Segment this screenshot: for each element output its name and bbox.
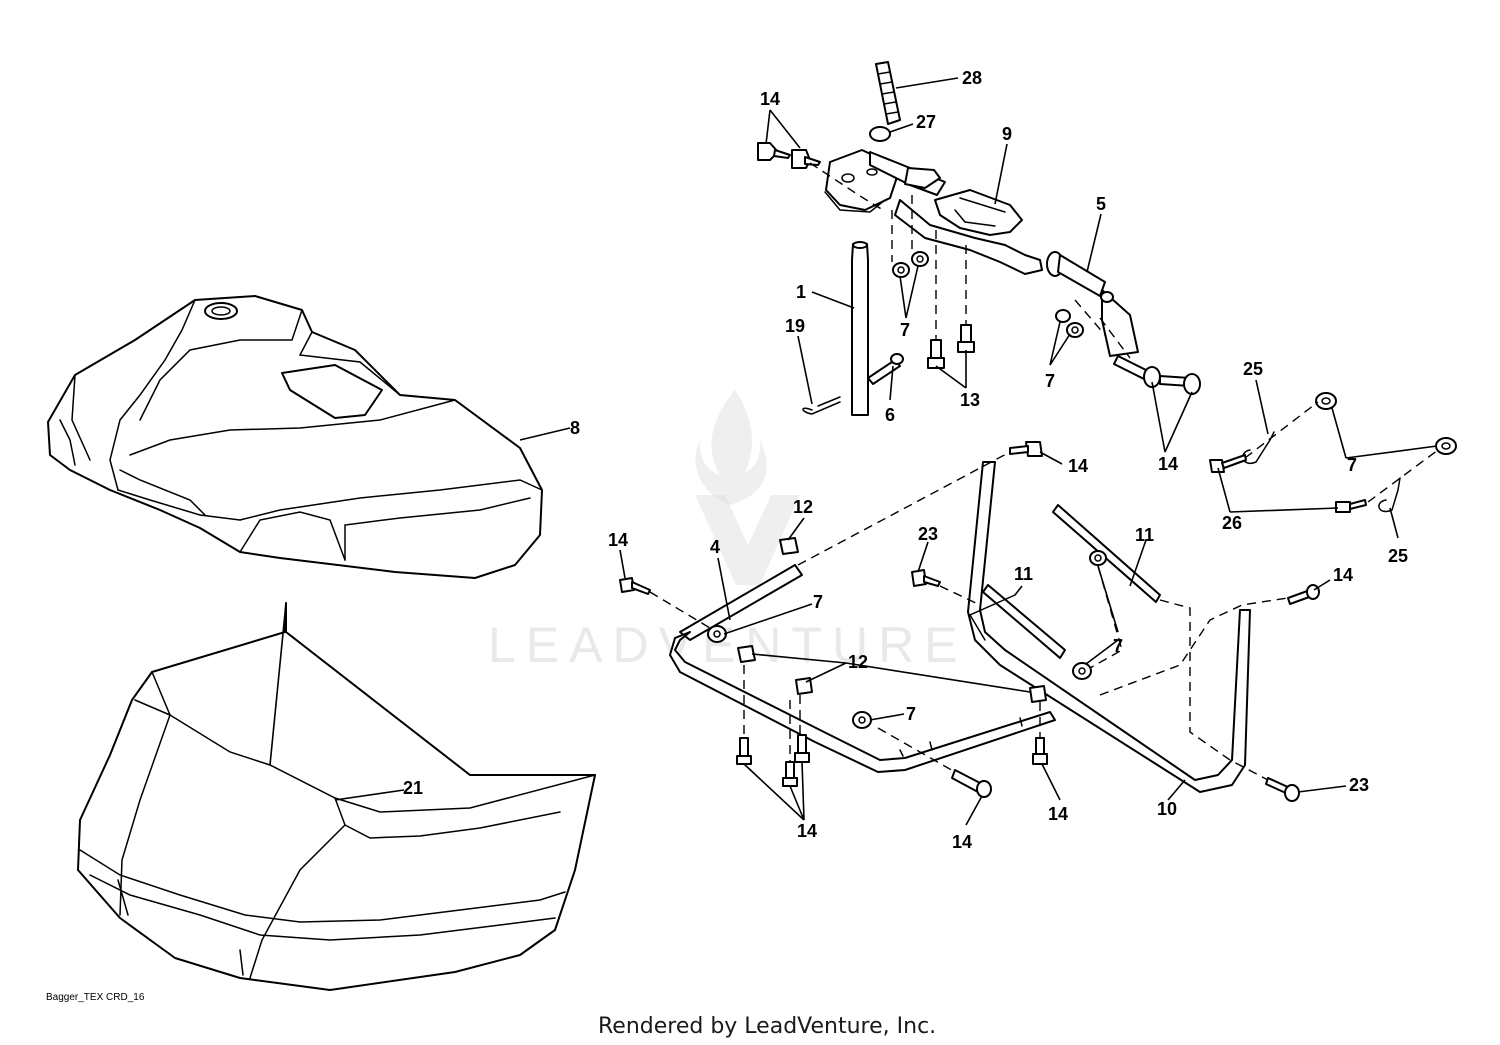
part-19-clip: [802, 396, 841, 415]
callout-23: 23: [918, 524, 938, 544]
callout-14: 14: [1158, 454, 1178, 474]
callout-14: 14: [1048, 804, 1068, 824]
callout-14: 14: [952, 832, 972, 852]
callout-14: 14: [608, 530, 628, 550]
part-1-tube: [851, 243, 869, 416]
part-27-washer: [869, 126, 891, 142]
callout-9: 9: [1002, 124, 1012, 144]
callout-28: 28: [962, 68, 982, 88]
part-7-nuts-top: [892, 251, 1084, 338]
callout-11: 11: [1135, 525, 1154, 545]
callout-25: 25: [1388, 546, 1408, 566]
part-26-bolts: [1209, 454, 1367, 513]
callout-19: 19: [785, 316, 805, 336]
part-13-bolts: [927, 324, 975, 369]
callout-5: 5: [1096, 194, 1106, 214]
part-11-strut-b: [1052, 504, 1161, 603]
callout-14: 14: [797, 821, 817, 841]
callout-14: 14: [1068, 456, 1088, 476]
callout-12: 12: [793, 497, 813, 517]
callout-4: 4: [710, 537, 720, 557]
callout-25: 25: [1243, 359, 1263, 379]
callout-12: 12: [848, 652, 868, 672]
callout-7: 7: [900, 320, 910, 340]
callout-27: 27: [916, 112, 936, 132]
callout-26: 26: [1222, 513, 1242, 533]
part-10-frame: [967, 461, 1251, 793]
diagram-code: Bagger_TEX CRD_16: [46, 992, 145, 1003]
callout-7: 7: [1113, 636, 1123, 656]
part-12-squares: [737, 537, 1047, 703]
callout-6: 6: [885, 405, 895, 425]
callout-21: 21: [403, 778, 423, 798]
part-4-frame: [669, 631, 1056, 773]
callout-7: 7: [813, 592, 823, 612]
part-14-bolts-top: [757, 142, 821, 169]
part-4-bar: [679, 564, 803, 641]
part-11-strut-a: [982, 584, 1066, 659]
part-14-bolts-right: [1113, 355, 1201, 395]
part-6-bolt: [867, 359, 901, 385]
callout-23: 23: [1349, 775, 1369, 795]
watermark-text: LEADVENTURE: [488, 617, 968, 673]
part-23-bolts: [911, 569, 1300, 802]
part-14-bolts-lower: [619, 441, 1320, 798]
part-21-bag: [77, 602, 596, 991]
callout-14: 14: [760, 89, 780, 109]
callout-1: 1: [796, 282, 806, 302]
part-9-lever-handle: [824, 149, 1139, 357]
part-7-nuts-lower: [707, 550, 1107, 729]
callout-13: 13: [960, 390, 980, 410]
callout-7: 7: [906, 704, 916, 724]
callout-8: 8: [570, 418, 580, 438]
part-28-grip: [875, 61, 901, 125]
watermark: LEADVENTURE: [488, 390, 968, 673]
part-8-top-cover: [47, 295, 543, 579]
callout-11: 11: [1014, 564, 1033, 584]
part-25-clips: [1242, 431, 1401, 513]
leader-lines: [334, 77, 1438, 826]
callout-10: 10: [1157, 799, 1177, 819]
footer-credit: Rendered by LeadVenture, Inc.: [598, 1014, 936, 1039]
callout-7: 7: [1347, 455, 1357, 475]
callout-7: 7: [1045, 371, 1055, 391]
callout-14: 14: [1333, 565, 1353, 585]
callouts: 28 27 14 9 5 1 19 7 7 13 6 8 25 7 14 14 …: [403, 68, 1408, 852]
